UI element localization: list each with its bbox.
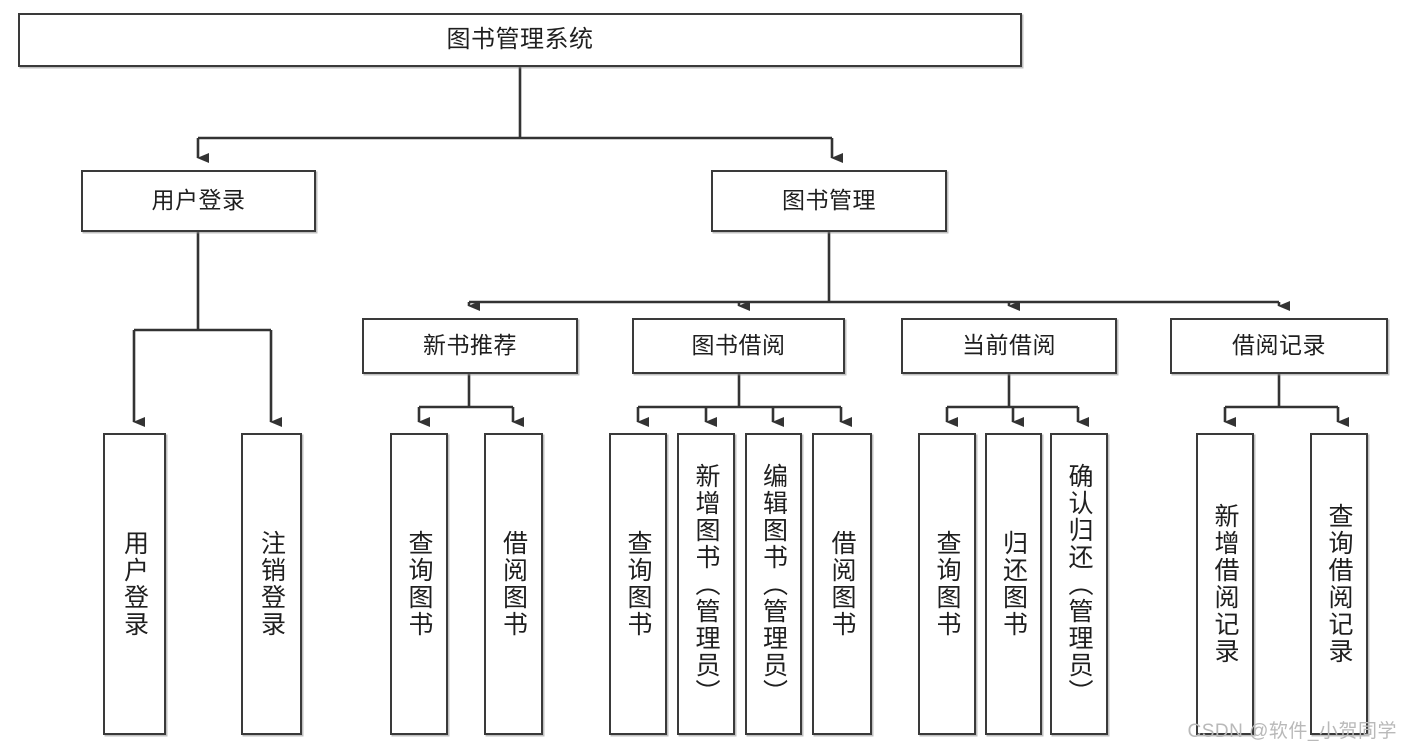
node-current-borrow-label: 当前借阅 [962,332,1056,359]
node-leaf-query-book-2-label: 查询图书 [624,530,652,638]
node-leaf-query-record-label: 查询借阅记录 [1325,503,1353,665]
node-leaf-add-record-label: 新增借阅记录 [1211,503,1239,665]
node-leaf-query-book-1-label: 查询图书 [405,530,433,638]
node-book-manage-label: 图书管理 [782,187,876,214]
node-leaf-borrow-book-1[interactable]: 借阅图书 [484,433,543,735]
node-leaf-borrow-book-2[interactable]: 借阅图书 [812,433,872,735]
node-book-manage[interactable]: 图书管理 [711,170,947,232]
node-leaf-user-login[interactable]: 用户登录 [103,433,166,735]
node-leaf-return-book[interactable]: 归还图书 [985,433,1042,735]
node-book-borrow-label: 图书借阅 [691,332,786,359]
node-leaf-borrow-book-2-label: 借阅图书 [828,530,856,638]
node-leaf-query-book-3[interactable]: 查询图书 [918,433,976,735]
node-borrow-record[interactable]: 借阅记录 [1170,318,1388,374]
node-leaf-borrow-book-1-label: 借阅图书 [499,530,528,638]
node-leaf-confirm-return-label: 确认归还（管理员） [1065,462,1093,706]
node-leaf-query-record[interactable]: 查询借阅记录 [1310,433,1368,735]
node-root-label: 图书管理系统 [446,25,594,53]
node-root[interactable]: 图书管理系统 [18,13,1022,67]
node-leaf-logout-login[interactable]: 注销登录 [241,433,302,735]
node-leaf-add-book-label: 新增图书（管理员） [692,462,720,706]
node-leaf-query-book-2[interactable]: 查询图书 [609,433,667,735]
node-leaf-user-login-label: 用户登录 [120,530,149,638]
node-leaf-add-book[interactable]: 新增图书（管理员） [677,433,735,735]
node-new-book-recommend-label: 新书推荐 [423,332,517,359]
node-leaf-add-record[interactable]: 新增借阅记录 [1196,433,1254,735]
node-user-login-label: 用户登录 [151,187,246,214]
node-leaf-edit-book[interactable]: 编辑图书（管理员） [745,433,802,735]
node-new-book-recommend[interactable]: 新书推荐 [362,318,578,374]
node-leaf-return-book-label: 归还图书 [999,530,1028,638]
node-leaf-edit-book-label: 编辑图书（管理员） [759,462,788,706]
node-current-borrow[interactable]: 当前借阅 [901,318,1117,374]
node-borrow-record-label: 借阅记录 [1232,332,1326,359]
watermark-text: CSDN @软件_小贺同学 [1187,721,1397,742]
node-leaf-query-book-1[interactable]: 查询图书 [390,433,448,735]
node-book-borrow[interactable]: 图书借阅 [632,318,845,374]
node-user-login[interactable]: 用户登录 [81,170,316,232]
node-leaf-query-book-3-label: 查询图书 [933,530,961,638]
node-leaf-confirm-return[interactable]: 确认归还（管理员） [1050,433,1108,735]
node-leaf-logout-login-label: 注销登录 [257,530,286,638]
